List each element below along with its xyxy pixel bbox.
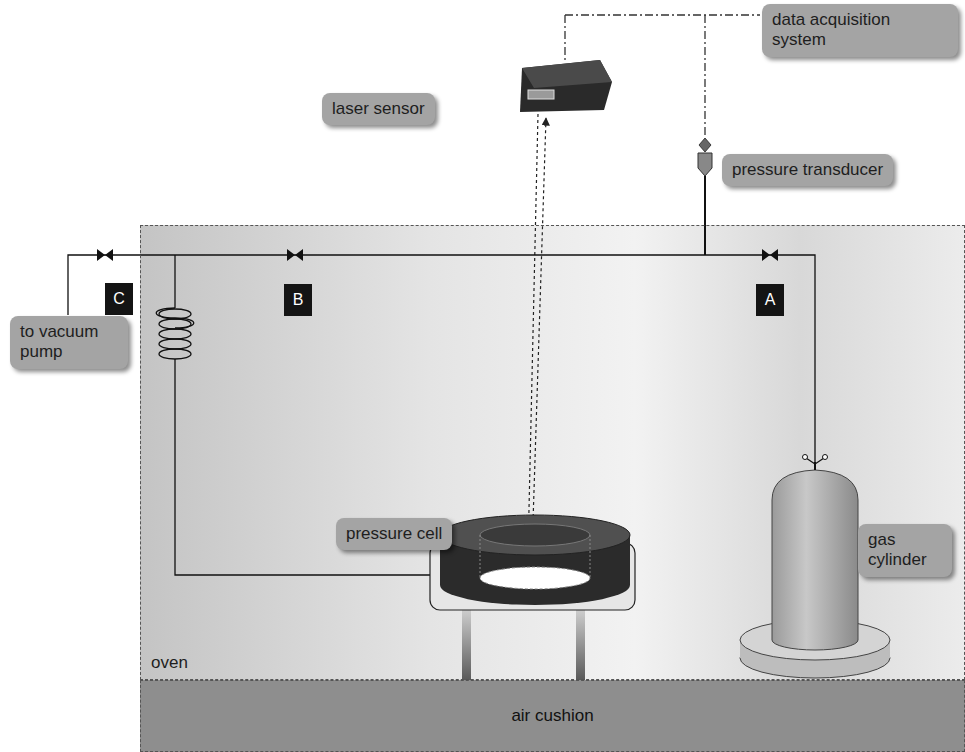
laser-sensor-device	[520, 60, 612, 112]
valve-label: C	[105, 283, 133, 315]
node-text: gas cylinder	[868, 530, 942, 571]
laser-beam	[528, 114, 546, 553]
device-label: pressure transducer	[722, 154, 893, 186]
device-label: laser sensor	[322, 93, 435, 125]
oven-region: oven B Apressure cell gas cylinder	[140, 225, 965, 680]
system-label: data acquisition system	[762, 4, 958, 57]
device-label: gas cylinder	[858, 524, 952, 577]
air-cushion-band: air cushion	[140, 680, 965, 752]
pressure-cell-body	[440, 515, 630, 605]
node-text: pressure cell	[346, 524, 442, 544]
valve-label: A	[756, 284, 784, 316]
valve-label: B	[284, 284, 312, 316]
oven-ground	[140, 225, 965, 680]
pump-label: to vacuum pump	[10, 316, 128, 369]
node-text: laser sensor	[332, 99, 425, 119]
gas-pipes	[68, 255, 815, 575]
node-text: pressure transducer	[732, 160, 883, 180]
device-label: pressure cell	[336, 518, 452, 550]
valve-symbols	[97, 249, 778, 581]
node-text: to vacuum pump	[20, 322, 118, 363]
coil	[156, 308, 194, 362]
node-text: data acquisition system	[772, 10, 948, 51]
pressure-transducer-icon	[698, 138, 712, 255]
node-text: B	[293, 291, 304, 309]
node-text: oven	[151, 653, 954, 673]
node-text: air cushion	[511, 706, 593, 726]
node-text: C	[113, 290, 125, 308]
node-text: A	[765, 291, 776, 309]
